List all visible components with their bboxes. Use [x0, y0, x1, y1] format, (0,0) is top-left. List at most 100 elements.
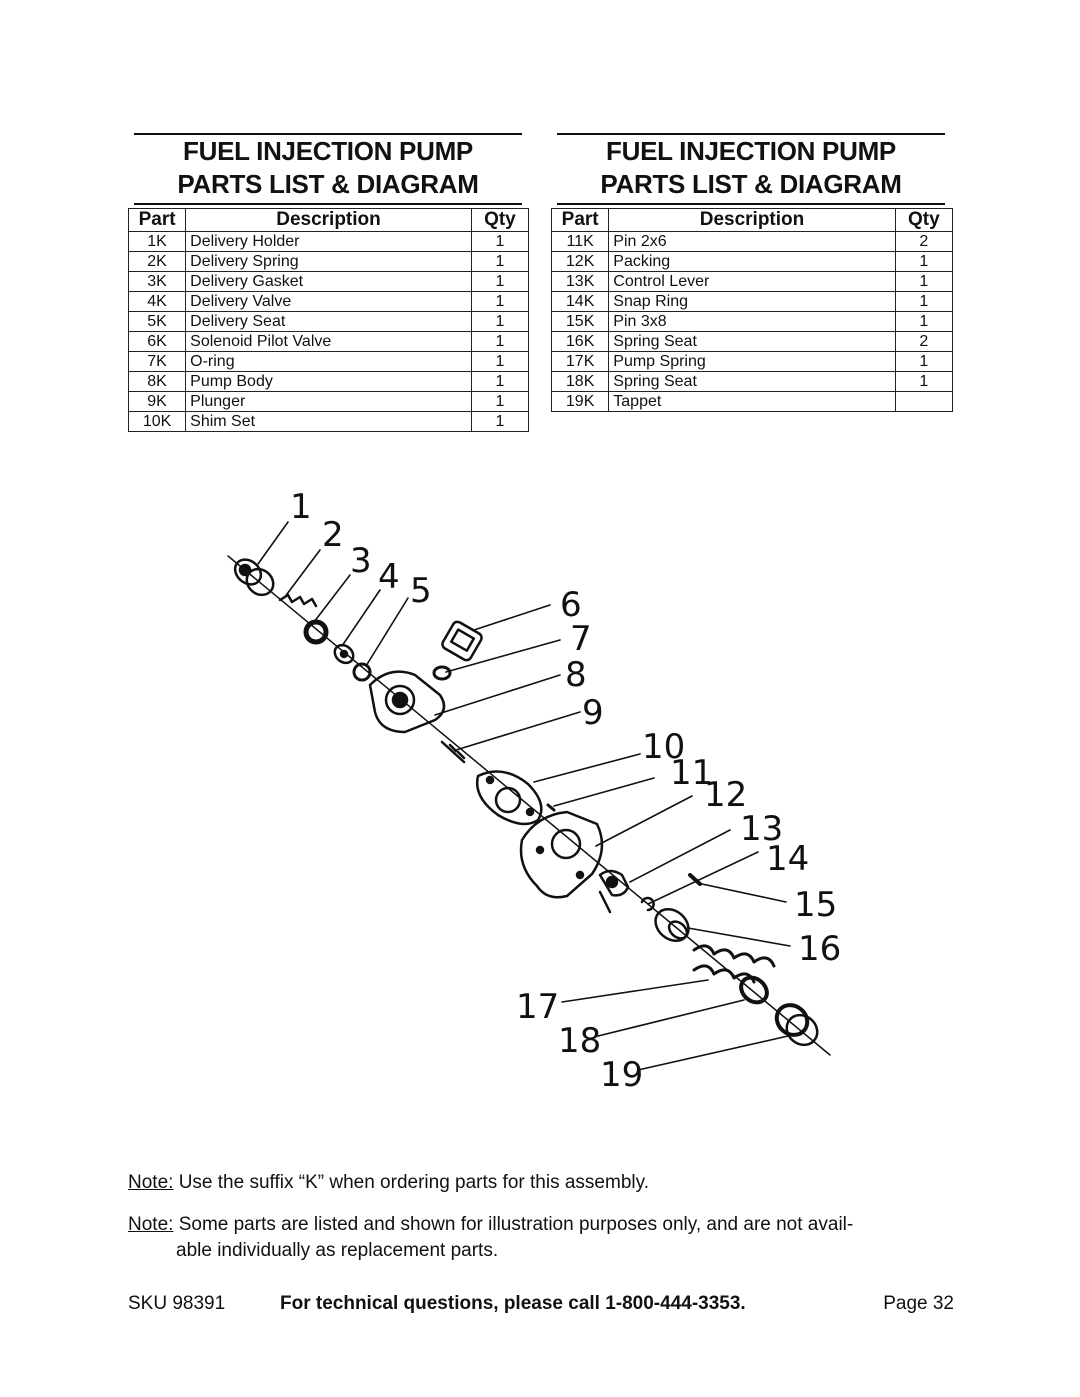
callout-number: 15 [794, 885, 837, 925]
part-number: 19K [550, 391, 610, 412]
spring-seat-part [739, 975, 769, 1005]
column-header-part: Part [127, 208, 187, 232]
part-qty: 1 [470, 271, 530, 292]
note-text-continued: able individually as replacement parts. [176, 1240, 499, 1261]
callout-number: 6 [560, 585, 582, 625]
callout-number: 18 [558, 1021, 601, 1061]
part-number: 8K [127, 371, 187, 392]
part-number: 2K [127, 251, 187, 272]
callout-number: 7 [570, 619, 592, 659]
page-number: Page 32 [883, 1293, 954, 1314]
part-number: 15K [550, 311, 610, 332]
part-description: Delivery Gasket [185, 271, 472, 292]
column-header-part: Part [550, 208, 610, 232]
plunger-part [440, 740, 466, 764]
part-description: O-ring [185, 351, 472, 372]
pin-part [688, 873, 702, 886]
callout-number: 1 [290, 487, 312, 527]
note-label: Note: [128, 1172, 174, 1193]
part-number: 7K [127, 351, 187, 372]
part-description: Delivery Holder [185, 231, 472, 252]
leader-lines [257, 521, 791, 1071]
part-number: 4K [127, 291, 187, 312]
part-description: Delivery Seat [185, 311, 472, 332]
spring-seat-part [654, 907, 690, 943]
callout-number: 3 [350, 541, 372, 581]
callout-number: 10 [642, 727, 685, 767]
table-header-row: Part Description Qty [550, 208, 954, 232]
part-qty [894, 391, 954, 412]
part-qty: 1 [470, 391, 530, 412]
table-header-row: Part Description Qty [127, 208, 530, 232]
part-number: 5K [127, 311, 187, 332]
part-description: Pin 3x8 [608, 311, 896, 332]
part-qty: 1 [894, 271, 954, 292]
column-header-qty: Qty [894, 208, 954, 232]
callout-number: 2 [322, 515, 344, 555]
technical-support-text: For technical questions, please call 1-8… [280, 1293, 746, 1314]
callout-number: 4 [378, 557, 400, 597]
part-qty: 1 [470, 291, 530, 312]
part-qty: 1 [470, 251, 530, 272]
part-qty: 1 [470, 371, 530, 392]
note-text: Use the suffix “K” when ordering parts f… [178, 1172, 649, 1193]
callout-number: 13 [740, 809, 783, 849]
shim-set-part [475, 770, 543, 826]
part-number: 9K [127, 391, 187, 412]
part-number: 10K [127, 411, 187, 432]
note-suffix: Note: Use the suffix “K” when ordering p… [128, 1170, 958, 1196]
part-description: Solenoid Pilot Valve [185, 331, 472, 352]
part-number: 12K [550, 251, 610, 272]
callout-number: 8 [565, 655, 587, 695]
part-number: 3K [127, 271, 187, 292]
delivery-holder-part [233, 558, 275, 597]
part-qty: 1 [894, 351, 954, 372]
part-number: 6K [127, 331, 187, 352]
part-description: Delivery Spring [185, 251, 472, 272]
packing-part [519, 810, 604, 899]
part-qty: 2 [894, 331, 954, 352]
part-description: Tappet [608, 391, 896, 412]
part-qty: 1 [470, 231, 530, 252]
delivery-seat-part [352, 662, 372, 682]
part-description: Spring Seat [608, 371, 896, 392]
part-description: Shim Set [185, 411, 472, 432]
delivery-spring-part [278, 593, 318, 608]
part-description: Pump Body [185, 371, 472, 392]
heading-rule [557, 133, 945, 135]
callout-number: 11 [670, 753, 713, 793]
pin-part [546, 803, 556, 812]
heading-right: FUEL INJECTION PUMP PARTS LIST & DIAGRAM [557, 133, 945, 205]
exploded-parts-diagram: 1 2 3 4 5 6 7 8 9 10 11 12 13 14 15 16 1… [227, 487, 841, 1095]
heading-title-line2: PARTS LIST & DIAGRAM [177, 169, 479, 199]
part-qty: 1 [470, 351, 530, 372]
part-qty: 1 [894, 291, 954, 312]
sku-label: SKU 98391 [128, 1293, 226, 1314]
part-qty: 1 [470, 331, 530, 352]
part-number: 17K [550, 351, 610, 372]
callout-number: 16 [798, 929, 841, 969]
delivery-gasket-part [303, 619, 329, 645]
snap-ring-part [640, 896, 655, 912]
part-description: Pump Spring [608, 351, 896, 372]
heading-title-line2: PARTS LIST & DIAGRAM [600, 169, 902, 199]
pump-body-part [368, 670, 446, 734]
heading-rule [134, 203, 522, 205]
part-qty: 2 [894, 231, 954, 252]
pump-spring-part [692, 944, 776, 984]
column-header-description: Description [185, 208, 472, 232]
